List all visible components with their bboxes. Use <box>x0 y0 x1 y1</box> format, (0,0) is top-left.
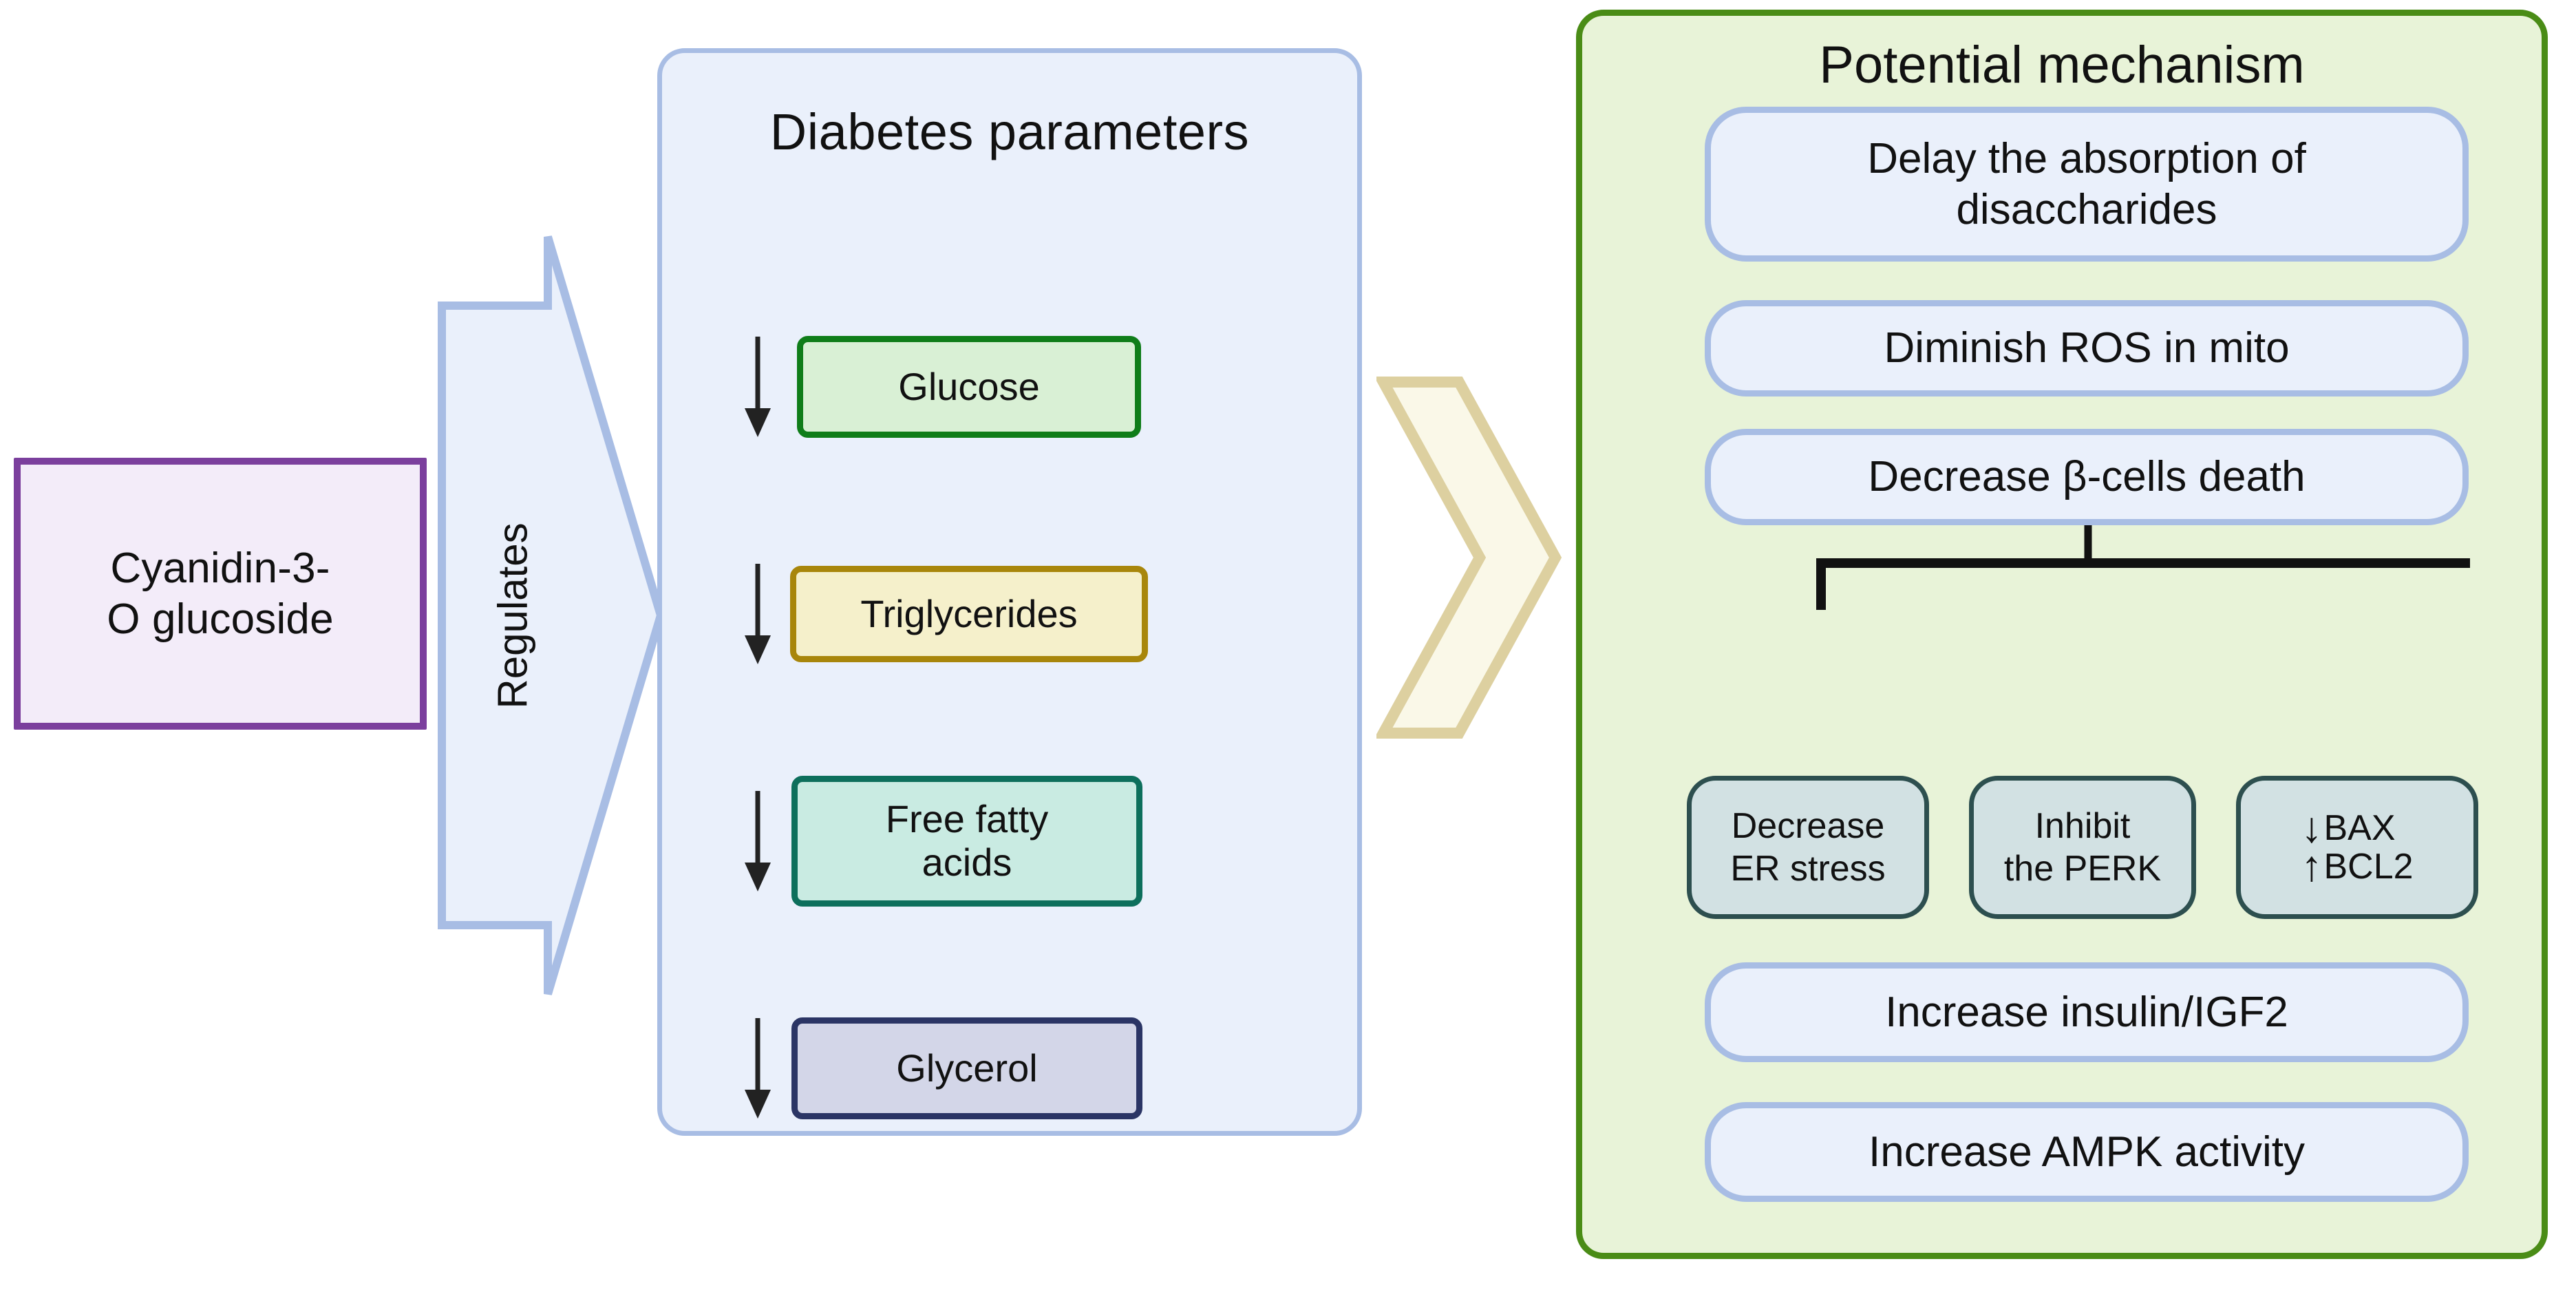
compound-label: Cyanidin-3-O glucoside <box>107 544 334 643</box>
parameter-row: Triglycerides <box>734 562 1305 666</box>
down-arrow-icon <box>734 1017 782 1120</box>
diabetes-panel-title: Diabetes parameters <box>769 103 1250 160</box>
bracket-connector <box>1706 525 2470 749</box>
gene-list: ↓ BAX ↑ BCL2 <box>2301 804 2414 890</box>
compound-box: Cyanidin-3-O glucoside <box>14 458 427 730</box>
mechanism-box-decrease-beta-cells-death: Decrease β-cells death <box>1705 429 2469 525</box>
sub-box-bax-bcl2: ↓ BAX ↑ BCL2 <box>2236 776 2478 919</box>
down-arrow-icon <box>734 562 782 666</box>
gene-label-bcl2: BCL2 <box>2323 846 2414 887</box>
down-arrow-icon <box>734 790 782 893</box>
mechanism-box-diminish-ros: Diminish ROS in mito <box>1705 300 2469 396</box>
regulates-arrow <box>438 233 665 998</box>
arrow-up-icon: ↑ <box>2301 843 2323 890</box>
potential-mechanism-panel: Potential mechanism Delay the absorption… <box>1576 10 2548 1259</box>
parameter-box-glucose: Glucose <box>797 336 1141 438</box>
gene-label-bax: BAX <box>2323 807 2396 848</box>
parameter-row: Glycerol <box>734 1017 1305 1120</box>
mechanism-box-increase-ampk: Increase AMPK activity <box>1705 1102 2469 1202</box>
diabetes-parameters-panel: Diabetes parameters Glucose Triglyceride… <box>657 48 1362 1136</box>
gene-row-bcl2: ↑ BCL2 <box>2301 843 2414 890</box>
down-arrow-icon <box>734 335 782 438</box>
arrow-down-icon: ↓ <box>2301 804 2323 852</box>
parameter-row: Glucose <box>734 335 1305 438</box>
gene-row-bax: ↓ BAX <box>2301 804 2396 852</box>
parameter-box-triglycerides: Triglycerides <box>790 566 1148 662</box>
mechanism-panel-title: Potential mechanism <box>1819 36 2305 94</box>
parameter-box-glycerol: Glycerol <box>791 1017 1142 1119</box>
mechanism-box-increase-insulin-igf2: Increase insulin/IGF2 <box>1705 962 2469 1062</box>
chevron-right-icon <box>1376 375 1562 740</box>
